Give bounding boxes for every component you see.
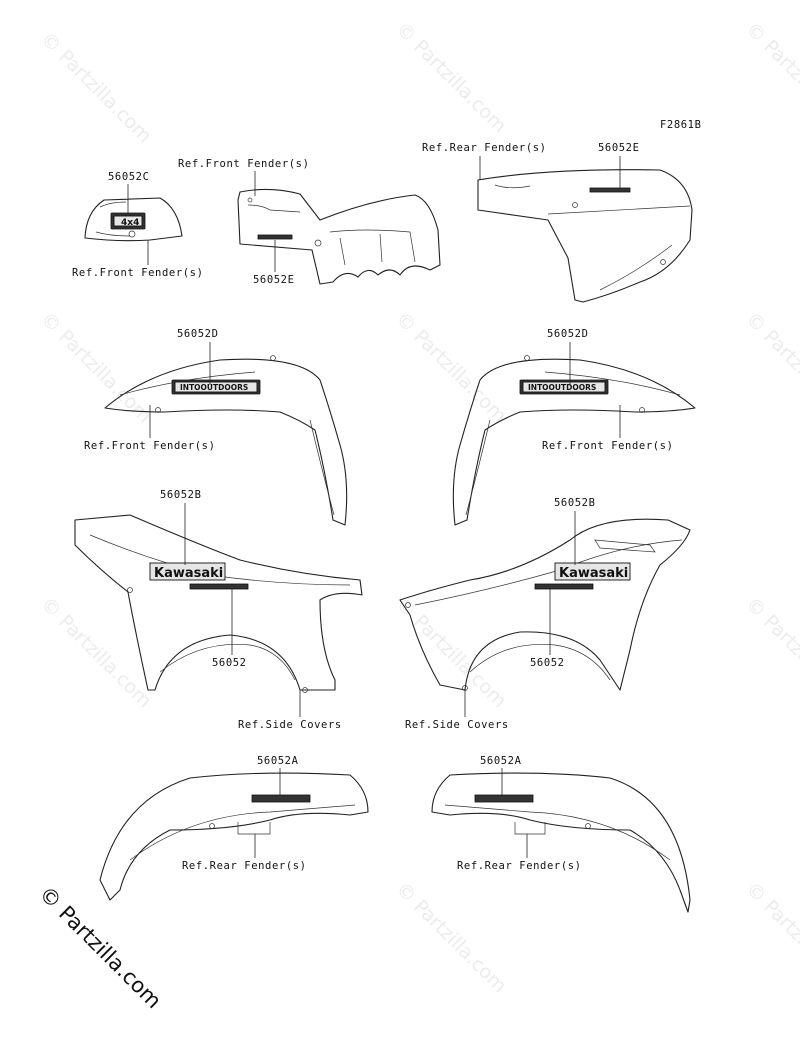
watermark-layer: © Partzilla.com © Partzilla.com © Partzi… (36, 18, 800, 997)
decal-model-stripe-e2 (589, 187, 631, 193)
callout-56052-right: 56052 (530, 657, 565, 669)
ref-front-fender-left: Ref.Front Fender(s) (84, 440, 216, 452)
callout-56052C: 56052C (108, 171, 150, 183)
callout-56052D-left: 56052D (177, 328, 219, 340)
ref-rear-fender-top: Ref.Rear Fender(s) (422, 142, 547, 154)
watermark: © Partzilla.com (741, 18, 800, 137)
callout-56052B-left: 56052B (160, 489, 202, 501)
callout-56052A-right: 56052A (480, 755, 522, 767)
decal-model-stripe-e1 (257, 234, 293, 240)
decal-outdoors-right-text: INTOOUTDOORS (528, 383, 596, 392)
watermark: © Partzilla.com (36, 28, 155, 147)
decal-outdoors-left: INTOOUTDOORS (171, 379, 261, 395)
ref-rear-fender-left: Ref.Rear Fender(s) (182, 860, 307, 872)
decal-kawasaki-right-text: Kawasaki (559, 566, 628, 581)
front-fender-inner-part (237, 188, 441, 285)
callout-56052D-right: 56052D (547, 328, 589, 340)
ref-front-fender-right: Ref.Front Fender(s) (542, 440, 674, 452)
callout-56052E-a: 56052E (253, 274, 295, 286)
decal-4x4: 4x4 (110, 212, 146, 230)
decal-model-left (251, 794, 311, 803)
rear-fender-right-part (431, 772, 691, 913)
ref-front-fender-1: Ref.Front Fender(s) (72, 267, 204, 279)
rear-fender-top-part (477, 169, 693, 303)
callout-56052E-b: 56052E (598, 142, 640, 154)
watermark: © Partzilla.com (36, 308, 155, 427)
watermark: © Partzilla.com (391, 593, 510, 712)
watermark: © Partzilla.com (391, 878, 510, 997)
front-fender-left-part: INTOOUTDOORS (104, 355, 348, 526)
side-cover-right-part: Kawasaki (399, 518, 691, 691)
watermark: © Partzilla.com (391, 18, 510, 137)
callout-56052-left: 56052 (212, 657, 247, 669)
front-fender-cap-part: 4x4 (84, 197, 183, 242)
rear-fender-left-part (99, 772, 369, 901)
ref-side-covers-right: Ref.Side Covers (405, 719, 509, 731)
ref-rear-fender-right: Ref.Rear Fender(s) (457, 860, 582, 872)
watermark: © Partzilla.com (391, 308, 510, 427)
front-fender-right-part: INTOOUTDOORS (452, 355, 696, 526)
ref-front-fender-2: Ref.Front Fender(s) (178, 158, 310, 170)
decal-outdoors-left-text: INTOOUTDOORS (180, 383, 248, 392)
decal-model-right (474, 794, 534, 803)
decal-outdoors-right: INTOOUTDOORS (519, 379, 609, 395)
decal-kawasaki-left: Kawasaki (149, 562, 249, 590)
ref-side-covers-left: Ref.Side Covers (238, 719, 342, 731)
decal-4x4-text: 4x4 (121, 218, 139, 228)
callout-56052B-right: 56052B (554, 497, 596, 509)
decal-kawasaki-left-text: Kawasaki (154, 566, 223, 581)
watermark: © Partzilla.com (741, 593, 800, 712)
figure-code: F2861B (660, 119, 702, 131)
side-cover-left-part: Kawasaki (74, 514, 363, 693)
decal-kawasaki-right: Kawasaki (534, 562, 631, 590)
callout-56052A-left: 56052A (257, 755, 299, 767)
watermark: © Partzilla.com (36, 593, 155, 712)
watermark: © Partzilla.com (741, 308, 800, 427)
watermark: © Partzilla.com (741, 878, 800, 997)
partzilla-watermark: © Partzilla.com (34, 882, 166, 1014)
